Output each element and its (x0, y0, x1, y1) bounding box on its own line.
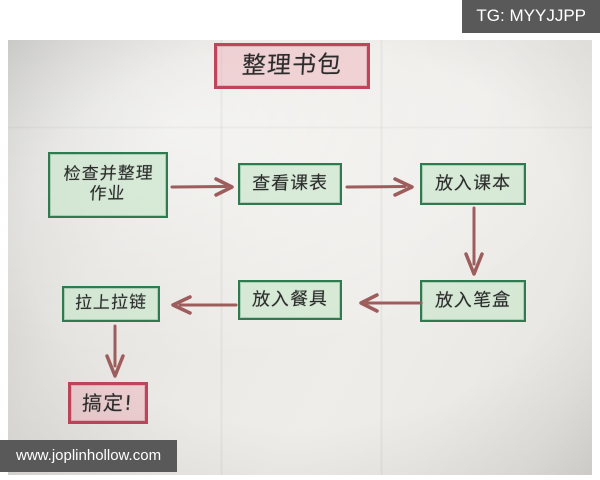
paper-crease (220, 40, 223, 475)
flowchart-node-done: 搞定! (68, 382, 148, 424)
flowchart-node-label: 放入笔盒 (434, 289, 512, 312)
node-label-line2: 作业 (88, 183, 127, 205)
arrow-left-icon (164, 294, 238, 316)
flowchart-node-label: 搞定! (81, 390, 135, 415)
flowchart-node-pack-textbooks: 放入课本 (420, 163, 526, 205)
flowchart-node-label: 放入课本 (434, 172, 512, 195)
flowchart-title-node: 整理书包 (214, 43, 370, 89)
flowchart-title-label: 整理书包 (241, 50, 343, 80)
flowchart-node-label: 检查并整理 作业 (62, 163, 155, 205)
flowchart-node-pack-tableware: 放入餐具 (238, 280, 342, 320)
flowchart-photo: 整理书包 检查并整理 作业 查看课表 放入课本 放入笔盒 放入餐具 拉上拉链 搞… (8, 40, 592, 475)
watermark-telegram: TG: MYYJJPP (462, 0, 600, 33)
arrow-down-icon (104, 324, 126, 384)
arrow-right-icon (170, 176, 242, 198)
flowchart-node-zip-up: 拉上拉链 (62, 286, 160, 322)
flowchart-node-check-homework: 检查并整理 作业 (48, 152, 168, 218)
arrow-down-icon (463, 206, 485, 284)
paper-crease (8, 126, 592, 129)
flowchart-node-check-timetable: 查看课表 (238, 163, 342, 205)
arrow-right-icon (345, 176, 423, 198)
watermark-website: www.joplinhollow.com (0, 440, 178, 472)
flowchart-node-label: 放入餐具 (251, 288, 329, 311)
flowchart-node-label: 拉上拉链 (74, 292, 148, 314)
node-label-line1: 检查并整理 (63, 163, 155, 185)
flowchart-node-label: 查看课表 (251, 172, 329, 195)
arrow-left-icon (353, 292, 423, 314)
flowchart-node-pack-pencil-case: 放入笔盒 (420, 280, 526, 322)
paper-crease (380, 40, 383, 475)
